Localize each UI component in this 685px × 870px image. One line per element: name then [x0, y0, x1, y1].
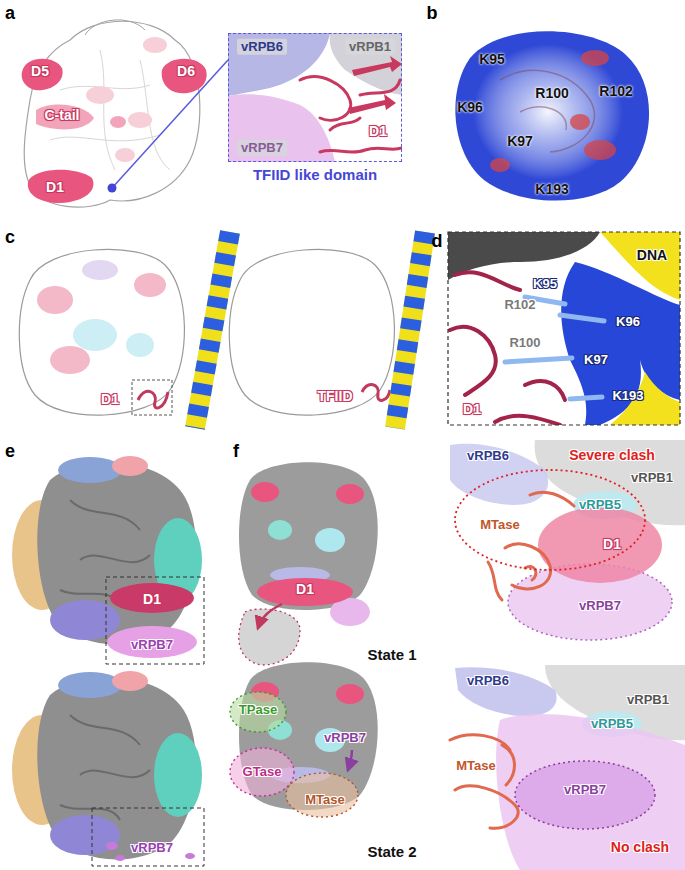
domain-label: D5	[31, 64, 49, 79]
domain-label: D1	[101, 392, 119, 407]
domain-label: D1	[296, 582, 314, 597]
domain-label: D1	[369, 124, 387, 139]
domain-label: D1	[603, 537, 621, 552]
domain-label: D6	[177, 64, 195, 79]
domain-label: D1	[46, 180, 64, 195]
panel-letter: d	[432, 232, 443, 252]
subunit-label: vRPB7	[131, 638, 173, 652]
panel-letter: c	[5, 228, 15, 248]
subunit-label: vRPB7	[564, 783, 606, 797]
subunit-label: vRPB1	[345, 39, 395, 55]
residue-label: K97	[584, 353, 608, 367]
subunit-label: vRPB5	[579, 498, 621, 512]
residue-label: R102	[599, 84, 632, 99]
residue-label: K193	[535, 182, 568, 197]
subunit-label: vRPB7	[131, 841, 173, 855]
inset-box: TFIID like domain	[228, 33, 402, 162]
subunit-label: MTase	[456, 759, 496, 773]
panel-letter: b	[427, 4, 438, 24]
inset-heading: TFIID like domain	[253, 167, 377, 184]
subunit-label: vRPB6	[467, 449, 509, 463]
residue-label: K95	[479, 52, 505, 67]
domain-label: C-tail	[45, 108, 80, 123]
residue-label: K96	[616, 315, 640, 329]
subunit-label: vRPB1	[627, 693, 669, 707]
subunit-label: TPase	[239, 703, 277, 717]
residue-label: R100	[509, 336, 540, 350]
panel-letter: a	[5, 4, 15, 24]
domain-label: TFIID	[318, 389, 353, 404]
subunit-label: vRPB7	[324, 731, 366, 745]
domain-label: D1	[143, 592, 161, 607]
subunit-label: GTase	[243, 765, 282, 779]
subunit-label: vRPB6	[237, 39, 287, 55]
residue-label: K95	[533, 277, 557, 291]
subunit-label: vRPB5	[591, 717, 633, 731]
subunit-label: MTase	[480, 518, 520, 532]
state-label: State 1	[367, 647, 416, 664]
clash-note: No clash	[611, 840, 669, 855]
subunit-label: vRPB6	[467, 674, 509, 688]
panel-letter: e	[5, 442, 15, 462]
subunit-label: vRPB7	[237, 140, 287, 156]
molecule-label: DNA	[637, 248, 667, 263]
panel-letter: f	[233, 442, 239, 462]
subunit-label: MTase	[305, 793, 345, 807]
residue-label: K97	[507, 134, 533, 149]
domain-label: D1	[463, 402, 481, 417]
clash-note: Severe clash	[569, 448, 655, 463]
state-label: State 2	[367, 844, 416, 861]
residue-label: R100	[535, 86, 568, 101]
subunit-label: vRPB7	[579, 599, 621, 613]
residue-label: K193	[612, 389, 643, 403]
residue-label: K96	[457, 100, 483, 115]
subunit-label: vRPB1	[631, 471, 673, 485]
residue-label: R102	[504, 298, 535, 312]
